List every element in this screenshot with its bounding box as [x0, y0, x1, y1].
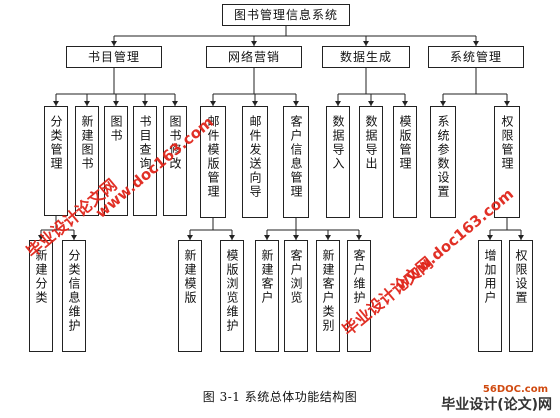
- node-catalog-query: 书目查询: [133, 106, 157, 216]
- arrow-head: [487, 235, 493, 240]
- arrow-head: [504, 101, 510, 106]
- module-marketing: 网络营销: [206, 46, 302, 68]
- node-add-user: 增加用户: [478, 240, 502, 352]
- node-label: 分类管理: [49, 115, 63, 171]
- module-label: 数据生成: [339, 50, 392, 64]
- node-new-book: 新建图书: [75, 106, 99, 216]
- figure-caption: 图 3-1 系统总体功能结构图: [202, 390, 358, 404]
- arrow-head: [293, 101, 299, 106]
- node-mail-template-management: 邮件模版管理: [200, 106, 226, 218]
- arrow-head: [229, 235, 235, 240]
- node-mail-send-wizard: 邮件发送向导: [242, 106, 268, 218]
- arrow-head: [335, 101, 341, 106]
- node-template-browse-maintenance: 模版浏览维护: [220, 240, 244, 352]
- node-label: 客户信息管理: [289, 115, 303, 199]
- node-new-customer-category: 新建客户类别: [316, 240, 340, 352]
- arrow-head: [113, 101, 119, 106]
- root-node: 图书管理信息系统: [222, 4, 350, 26]
- arrow-head: [210, 101, 216, 106]
- root-label: 图书管理信息系统: [233, 8, 338, 22]
- arrow-head: [473, 41, 479, 46]
- module-label: 系统管理: [449, 50, 502, 64]
- node-new-category: 新建分类: [29, 240, 53, 352]
- arrow-head: [363, 41, 369, 46]
- node-label: 权限设置: [514, 249, 528, 305]
- module-data-generation: 数据生成: [322, 46, 410, 68]
- logo-site: 56DOC.com: [482, 384, 548, 395]
- node-label: 客户维护: [352, 249, 366, 305]
- node-label: 新建客户类别: [321, 249, 335, 333]
- node-label: 图书: [109, 115, 123, 143]
- module-label: 书目管理: [87, 50, 140, 64]
- node-label: 新建客户: [260, 249, 274, 305]
- arrow-head: [402, 101, 408, 106]
- module-system: 系统管理: [428, 46, 524, 68]
- node-label: 书目查询: [138, 115, 152, 171]
- node-permission-management: 权限管理: [494, 106, 520, 218]
- node-label: 数据导入: [331, 115, 345, 171]
- node-label: 图书修改: [168, 115, 182, 171]
- arrow-head: [53, 101, 59, 106]
- arrow-head: [252, 101, 258, 106]
- node-label: 邮件模版管理: [206, 115, 220, 199]
- site-logo: 56DOC.com 毕业设计(论文)网: [394, 384, 554, 414]
- node-new-customer: 新建客户: [255, 240, 279, 352]
- node-label: 权限管理: [500, 115, 514, 171]
- node-label: 新建模版: [183, 249, 197, 305]
- node-label: 邮件发送向导: [248, 115, 262, 199]
- arrow-head: [172, 101, 178, 106]
- node-permission-settings: 权限设置: [509, 240, 533, 352]
- module-catalog: 书目管理: [66, 46, 162, 68]
- node-category-management: 分类管理: [44, 106, 68, 216]
- arrow-head: [71, 235, 77, 240]
- node-label: 增加用户: [483, 249, 497, 305]
- node-label: 系统参数设置: [436, 115, 450, 199]
- node-label: 模版浏览维护: [225, 249, 239, 333]
- logo-text: 毕业设计(论文)网: [441, 397, 552, 413]
- node-customer-browse: 客户浏览: [284, 240, 308, 352]
- arrow-head: [368, 101, 374, 106]
- arrow-head: [440, 101, 446, 106]
- arrow-head: [187, 235, 193, 240]
- node-customer-maintenance: 客户维护: [347, 240, 371, 352]
- node-label: 新建分类: [34, 249, 48, 305]
- arrow-head: [325, 235, 331, 240]
- node-label: 新建图书: [80, 115, 94, 171]
- arrow-head: [251, 41, 257, 46]
- node-label: 数据导出: [364, 115, 378, 171]
- node-label: 分类信息维护: [67, 249, 81, 333]
- node-category-info-maintenance: 分类信息维护: [62, 240, 86, 352]
- node-template-management: 模版管理: [393, 106, 417, 218]
- arrow-head: [264, 235, 270, 240]
- arrow-head: [111, 41, 117, 46]
- node-data-import: 数据导入: [326, 106, 350, 218]
- arrow-head: [142, 101, 148, 106]
- arrow-head: [84, 101, 90, 106]
- node-label: 模版管理: [398, 115, 412, 171]
- node-data-export: 数据导出: [359, 106, 383, 218]
- node-book-edit: 图书修改: [163, 106, 187, 216]
- arrow-head: [356, 235, 362, 240]
- module-label: 网络营销: [227, 50, 280, 64]
- node-new-template: 新建模版: [178, 240, 202, 352]
- node-system-params: 系统参数设置: [430, 106, 456, 218]
- node-book: 图书: [104, 106, 128, 216]
- arrow-head: [293, 235, 299, 240]
- node-label: 客户浏览: [289, 249, 303, 305]
- arrow-head: [518, 235, 524, 240]
- arrow-head: [38, 235, 44, 240]
- node-customer-info-management: 客户信息管理: [283, 106, 309, 218]
